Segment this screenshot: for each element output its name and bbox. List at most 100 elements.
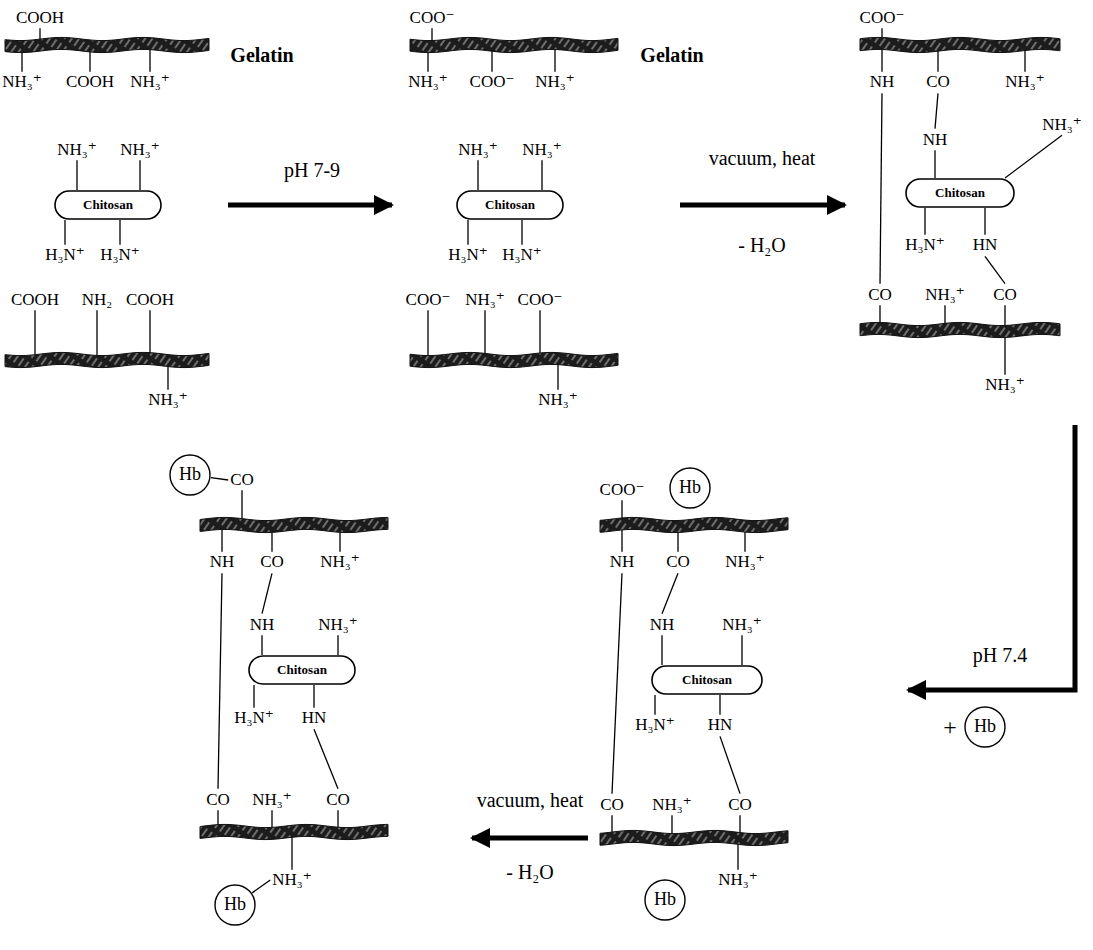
node-text: Hb: [224, 895, 246, 915]
node-text: Chitosan: [277, 663, 327, 677]
group-label: NH: [923, 131, 948, 150]
group-label: NH₃⁺: [725, 553, 764, 572]
bond-line: [541, 160, 542, 190]
group-label: HN: [302, 709, 327, 728]
bond-line: [76, 160, 77, 190]
group-label: COO⁻: [518, 291, 563, 310]
group-label: CO: [230, 471, 254, 490]
group-label: NH₃⁺: [148, 391, 187, 410]
condition-label: pH 7-9: [284, 159, 340, 181]
bond-line: [661, 635, 662, 665]
bond-line: [880, 93, 882, 283]
group-label: CO: [993, 286, 1017, 305]
reaction-arrows: [228, 205, 1075, 838]
bond-line: [719, 695, 720, 715]
bond-line: [262, 573, 272, 613]
node-text: Chitosan: [682, 673, 732, 687]
gelatin-strand: [5, 37, 209, 52]
group-label: NH₃⁺: [130, 73, 169, 92]
gelatin-strand: [600, 517, 788, 532]
bond-line: [924, 208, 925, 235]
group-label: NH₃⁺: [1042, 116, 1081, 135]
group-label: H₃N⁺: [905, 236, 944, 255]
group-label: NH₃⁺: [408, 73, 447, 92]
group-label: COOH: [66, 73, 114, 92]
group-label: NH₃⁺: [320, 553, 359, 572]
group-label: COO⁻: [470, 73, 515, 92]
polymer-label: Gelatin: [230, 44, 293, 66]
bond-line: [337, 635, 338, 655]
chitosan-oval: Chitosan: [456, 190, 564, 220]
group-label: NH: [870, 73, 895, 92]
bond-lines: [22, 28, 1062, 893]
gelatin-strand: [200, 517, 388, 532]
bond-line: [612, 573, 622, 793]
gelatin-strand: [200, 824, 388, 839]
bond-line: [654, 695, 655, 715]
bond-line: [261, 635, 262, 655]
group-label: H₃N⁺: [234, 709, 273, 728]
group-label: NH₃⁺: [722, 616, 761, 635]
group-label: CO: [206, 791, 230, 810]
bond-line: [477, 160, 478, 190]
chitosan-oval: Chitosan: [248, 655, 356, 685]
chitosan-oval: Chitosan: [651, 665, 763, 695]
bond-line: [252, 880, 270, 893]
group-label: H₃N⁺: [635, 716, 674, 735]
node-text: Hb: [179, 465, 201, 485]
group-label: CO: [600, 796, 624, 815]
node-text: Hb: [679, 478, 701, 498]
bond-line: [741, 635, 742, 665]
group-label: H₃N⁺: [502, 246, 541, 265]
group-label: NH₃⁺: [252, 791, 291, 810]
group-label: NH₃⁺: [465, 291, 504, 310]
bond-line: [984, 208, 985, 235]
bond-line: [211, 478, 228, 480]
group-label: NH₃⁺: [318, 616, 357, 635]
group-label: COOH: [126, 291, 174, 310]
gelatin-strand: [410, 37, 618, 52]
node-text: Hb: [974, 717, 996, 737]
group-label: NH: [610, 553, 635, 572]
node-text: Chitosan: [485, 198, 535, 212]
bond-line: [935, 93, 938, 128]
bond-line: [484, 310, 485, 360]
group-label: NH: [250, 616, 275, 635]
group-label: HN: [973, 236, 998, 255]
group-label: NH₃⁺: [925, 286, 964, 305]
group-label: H₃N⁺: [100, 246, 139, 265]
group-label: CO: [326, 791, 350, 810]
condition-label: vacuum, heat: [477, 789, 584, 811]
bond-line: [467, 220, 468, 245]
group-label: NH₃⁺: [57, 141, 96, 160]
group-label: NH₃⁺: [120, 141, 159, 160]
group-label: NH₃⁺: [522, 141, 561, 160]
condition-label: +: [943, 714, 957, 740]
group-label: COO⁻: [406, 291, 451, 310]
chitosan-oval: Chitosan: [54, 190, 162, 220]
condition-label: vacuum, heat: [709, 147, 816, 169]
reaction-arrow: [680, 203, 845, 208]
group-label: H₃N⁺: [45, 246, 84, 265]
bond-line: [720, 736, 740, 793]
bond-line: [314, 729, 338, 788]
bond-line: [34, 310, 35, 360]
group-label: CO: [260, 553, 284, 572]
group-label: NH₃⁺: [538, 391, 577, 410]
gelatin-strand: [5, 352, 209, 367]
group-label: H₃N⁺: [448, 246, 487, 265]
node-text: Chitosan: [935, 186, 985, 200]
gelatin-strand: [600, 830, 788, 845]
node-text: Chitosan: [83, 198, 133, 212]
reaction-arrow: [472, 836, 588, 841]
group-label: COO⁻: [860, 9, 905, 28]
group-label: COOH: [11, 291, 59, 310]
hemoglobin-circle: Hb: [214, 884, 256, 926]
bond-line: [662, 573, 678, 613]
bond-line: [313, 685, 314, 708]
gelatin-strand: [860, 322, 1060, 337]
gelatin-strands: [5, 37, 1060, 845]
group-label: NH₃⁺: [272, 871, 311, 890]
group-label: NH₃⁺: [652, 796, 691, 815]
